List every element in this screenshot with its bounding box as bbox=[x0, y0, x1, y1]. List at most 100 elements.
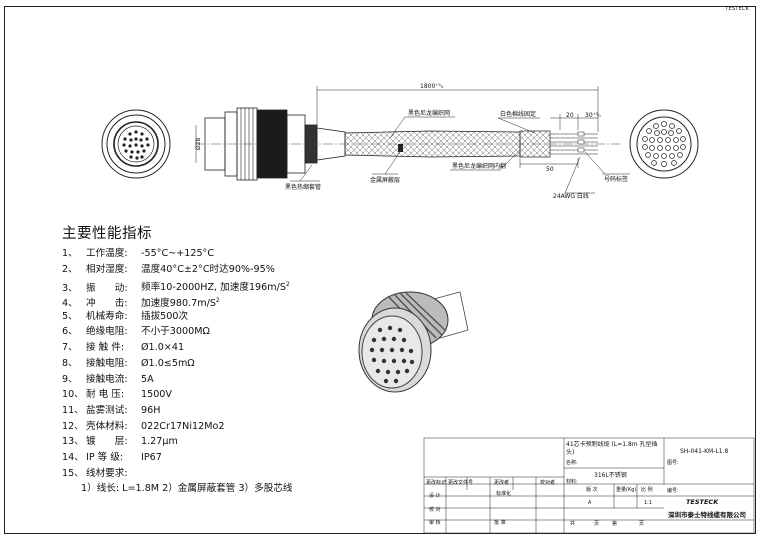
cable-requirements: 1）线长: L=1.8M 2）金属屏蔽套管 3）多股芯线 bbox=[81, 483, 293, 495]
material: 316L不锈钢 bbox=[594, 472, 627, 479]
drawing-annotations: 1800⁺⁵₀ 20 30⁺²₀ 50 Ø28 黑色尼龙编织网 白色棉线固定 黑… bbox=[195, 83, 628, 200]
change-doc: 更改文件号 bbox=[448, 480, 474, 486]
scale-label: 比 例 bbox=[641, 487, 653, 493]
spec-label: 振 动: bbox=[86, 282, 128, 294]
spec-label: 线材要求: bbox=[86, 467, 128, 479]
spec-number: 2、 bbox=[62, 263, 78, 275]
title-block: 41芯卡预制线缆 (L=1.8m 孔型插头) 名称: 图号: SH-041-KM… bbox=[424, 438, 754, 533]
drawing-sheet: TESTECK bbox=[4, 6, 756, 534]
total-label: 共 bbox=[570, 521, 576, 527]
label-awg: 24AWG 白线 bbox=[553, 192, 589, 200]
spec-value: 插拔500次 bbox=[141, 310, 189, 322]
spec-row: 14、IP 等 级: IP67 bbox=[62, 450, 392, 466]
label-metal-shield: 金属屏蔽层 bbox=[370, 176, 400, 184]
drawing-no-label: 图号: bbox=[667, 460, 679, 466]
spec-label: 壳体材料: bbox=[86, 420, 128, 432]
drawing-no: SH-041-KM-L1.8 bbox=[680, 448, 729, 455]
spec-row: 4、冲 击:加速度980.7m/S2 bbox=[62, 293, 392, 309]
spec-row: 10、耐 电 压: 1500V bbox=[62, 387, 392, 403]
review-label: 审 核 bbox=[429, 520, 441, 526]
title-block-grid bbox=[423, 437, 755, 534]
spec-label: 接 触 件: bbox=[86, 342, 125, 354]
spec-label: 机械寿命: bbox=[86, 310, 128, 322]
stage-value: A bbox=[588, 500, 592, 506]
spec-value: 频率10-2000HZ, 加速度196m/S bbox=[141, 282, 286, 294]
spec-row: 11、盐雾测试:96H bbox=[62, 403, 392, 419]
length-dimension: 1800⁺⁵₀ bbox=[420, 83, 444, 90]
label-white-fix: 白色棉线固定 bbox=[500, 110, 536, 118]
spec-row: 12、壳体材料: 022Cr17Ni12Mo2 bbox=[62, 419, 392, 435]
spec-label: 工作温度: bbox=[86, 248, 128, 259]
spec-value: 96H bbox=[141, 404, 161, 416]
spec-value: 1500V bbox=[141, 389, 172, 401]
specs-title: 主要性能指标 bbox=[62, 226, 152, 242]
scale-value: 1:1 bbox=[644, 500, 653, 506]
spec-value: Ø1.0×41 bbox=[141, 342, 185, 354]
label-braid-inner: 黑色尼龙编织网内翻 bbox=[452, 162, 506, 170]
label-heat-shrink: 黑色热缩套管 bbox=[285, 183, 321, 191]
spec-number: 15、 bbox=[62, 467, 84, 479]
spec-number: 13、 bbox=[62, 436, 84, 448]
spec-value: -55°C~+125°C bbox=[141, 248, 215, 259]
spec-row: 3、振 动:频率10-2000HZ, 加速度196m/S2 bbox=[62, 277, 392, 293]
spec-label: 耐 电 压: bbox=[86, 389, 125, 401]
spec-value: 5A bbox=[141, 373, 154, 385]
diameter-dimension: Ø28 bbox=[195, 137, 202, 150]
spec-row: 13、镀 层:1.27μm bbox=[62, 434, 392, 450]
spec-row: 6、绝缘电阻: 不小于3000MΩ bbox=[62, 324, 392, 340]
weight-label: 重量(Kg) bbox=[616, 487, 637, 493]
dimension-50: 50 bbox=[546, 166, 554, 173]
spec-row: 5、机械寿命: 插拔500次 bbox=[62, 309, 392, 325]
spec-label: 盐雾测试: bbox=[86, 404, 128, 416]
product-name: 41芯卡预制线缆 (L=1.8m 孔型插头) bbox=[566, 441, 658, 456]
leader-lines bbox=[290, 116, 630, 194]
page-label: 页 bbox=[594, 521, 600, 527]
spec-number: 12、 bbox=[62, 420, 84, 432]
check-label: 校 对 bbox=[429, 507, 441, 513]
spec-value: 加速度980.7m/S bbox=[141, 298, 216, 310]
spec-label: 相对湿度: bbox=[86, 263, 128, 275]
standard-label: 标准化 bbox=[496, 491, 512, 497]
spec-number: 4、 bbox=[62, 298, 78, 310]
design-label: 设 计 bbox=[429, 493, 441, 499]
spec-row: 2、相对湿度: 温度40°C±2°C时达90%-95% bbox=[62, 262, 392, 278]
dimension-20: 20 bbox=[566, 112, 574, 119]
spec-number: 3、 bbox=[62, 282, 78, 294]
spec-number: 5、 bbox=[62, 310, 78, 322]
spec-label: 接触电流: bbox=[86, 373, 128, 385]
spec-row: 7、接 触 件: Ø1.0×41 bbox=[62, 340, 392, 356]
spec-number: 6、 bbox=[62, 326, 78, 338]
spec-value: 不小于3000MΩ bbox=[141, 326, 210, 338]
spec-number: 7、 bbox=[62, 342, 78, 354]
spec-value: 022Cr17Ni12Mo2 bbox=[141, 420, 225, 432]
spec-row: 9、接触电流:5A bbox=[62, 372, 392, 388]
spec-value: 温度40°C±2°C时达90%-95% bbox=[141, 263, 275, 275]
code-label: 编号: bbox=[667, 488, 679, 494]
name-label: 名称: bbox=[566, 460, 578, 466]
spec-label: IP 等 级: bbox=[86, 451, 124, 463]
company: 深圳市泰士特线缆有限公司 bbox=[668, 511, 746, 519]
spec-label: 接触电阻: bbox=[86, 357, 128, 369]
spec-number: 10、 bbox=[62, 389, 84, 401]
spec-number: 14、 bbox=[62, 451, 84, 463]
stage-label: 版 次 bbox=[586, 487, 598, 493]
page-label-2: 页 bbox=[639, 521, 645, 527]
dimension-lines bbox=[195, 86, 599, 168]
spec-label: 冲 击: bbox=[86, 298, 128, 310]
spec-row: 1、工作温度:-55°C~+125°C bbox=[62, 246, 392, 262]
spec-value: IP67 bbox=[141, 451, 162, 463]
dimension-30: 30⁺²₀ bbox=[585, 112, 601, 119]
material-label: 材料: bbox=[566, 479, 578, 485]
approve-label: 批 准 bbox=[494, 520, 506, 526]
spec-label: 绝缘电阻: bbox=[86, 326, 128, 338]
label-braid-black: 黑色尼龙编织网 bbox=[408, 109, 450, 117]
spec-number: 8、 bbox=[62, 357, 78, 369]
connector-front-view-right bbox=[629, 109, 699, 179]
spec-label: 镀 层: bbox=[86, 436, 128, 448]
change-mark: 更改标记 bbox=[426, 480, 447, 486]
cable-braid bbox=[344, 130, 598, 158]
approver: 校对者 bbox=[540, 480, 556, 486]
